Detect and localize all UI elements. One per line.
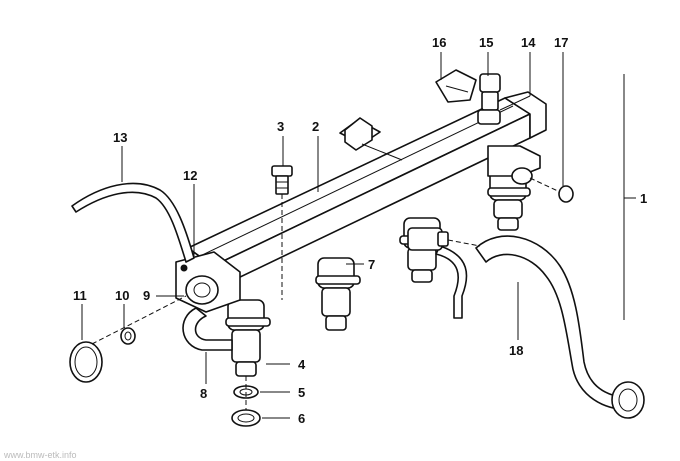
- callout-2: 2: [312, 119, 319, 134]
- callout-7: 7: [368, 257, 375, 272]
- callout-10: 10: [115, 288, 129, 303]
- callout-14: 14: [521, 35, 536, 50]
- pressure-fitting: [477, 73, 501, 125]
- seal-ring-6: [231, 409, 261, 427]
- rail-bracket-right: [435, 69, 477, 103]
- callout-6: 6: [298, 411, 305, 426]
- return-line: [407, 227, 468, 319]
- rail-bracket-left: [339, 117, 403, 161]
- callout-17: 17: [554, 35, 568, 50]
- o-ring-17: [558, 185, 574, 203]
- vacuum-hose-13: [71, 182, 195, 263]
- callout-12: 12: [183, 168, 197, 183]
- callout-3: 3: [277, 119, 284, 134]
- injector-2: [315, 257, 361, 331]
- rail-end-connector: [487, 145, 541, 185]
- callout-13: 13: [113, 130, 127, 145]
- group-bracket-1: [623, 74, 636, 320]
- callout-15: 15: [479, 35, 493, 50]
- callout-4: 4: [298, 357, 306, 372]
- callout-9: 9: [143, 288, 150, 303]
- fuel-hose-18: [475, 235, 645, 419]
- callout-16: 16: [432, 35, 446, 50]
- bolt-3: [271, 165, 293, 195]
- callout-5: 5: [298, 385, 305, 400]
- injector-1: [225, 299, 271, 377]
- o-ring-10: [120, 327, 136, 345]
- assembly-guides: [91, 177, 561, 410]
- callout-11: 11: [73, 288, 87, 303]
- o-ring-11: [69, 341, 103, 383]
- watermark: www.bmw-etk.info: [3, 450, 77, 460]
- fuel-hose-8: [182, 307, 233, 351]
- callout-18: 18: [509, 343, 523, 358]
- callout-1: 1: [640, 191, 647, 206]
- leader-lines: [81, 52, 564, 419]
- front-connector: [175, 251, 241, 313]
- callout-8: 8: [200, 386, 207, 401]
